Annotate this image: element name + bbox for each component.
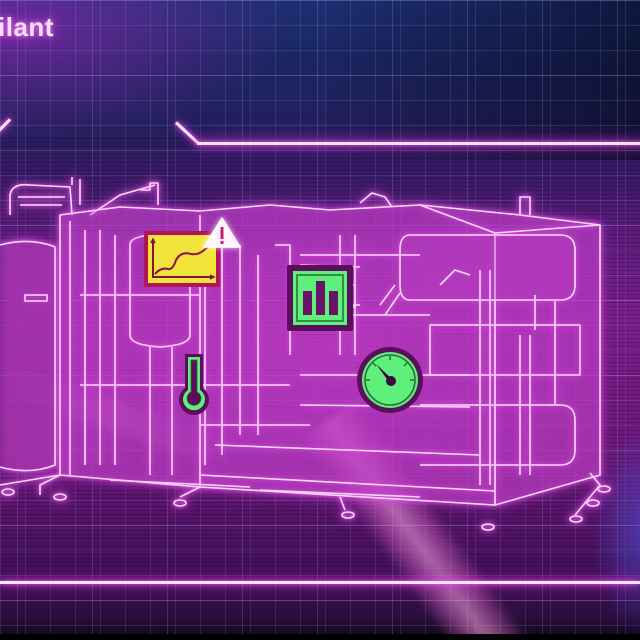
neon-line-top [197,142,640,145]
scanlines [0,138,640,580]
neon-line-bottom [0,581,640,584]
bar-chart-icon [287,265,353,331]
warning-icon [202,216,242,250]
thermometer-icon [174,352,214,418]
gauge-icon [356,346,424,414]
machine-wireframe [0,175,640,535]
background-shade [320,0,640,160]
trend-chart-icon [143,230,221,288]
blue-glow [590,420,640,640]
page-title: ilant [0,12,54,42]
letterbox-bar [0,634,640,640]
